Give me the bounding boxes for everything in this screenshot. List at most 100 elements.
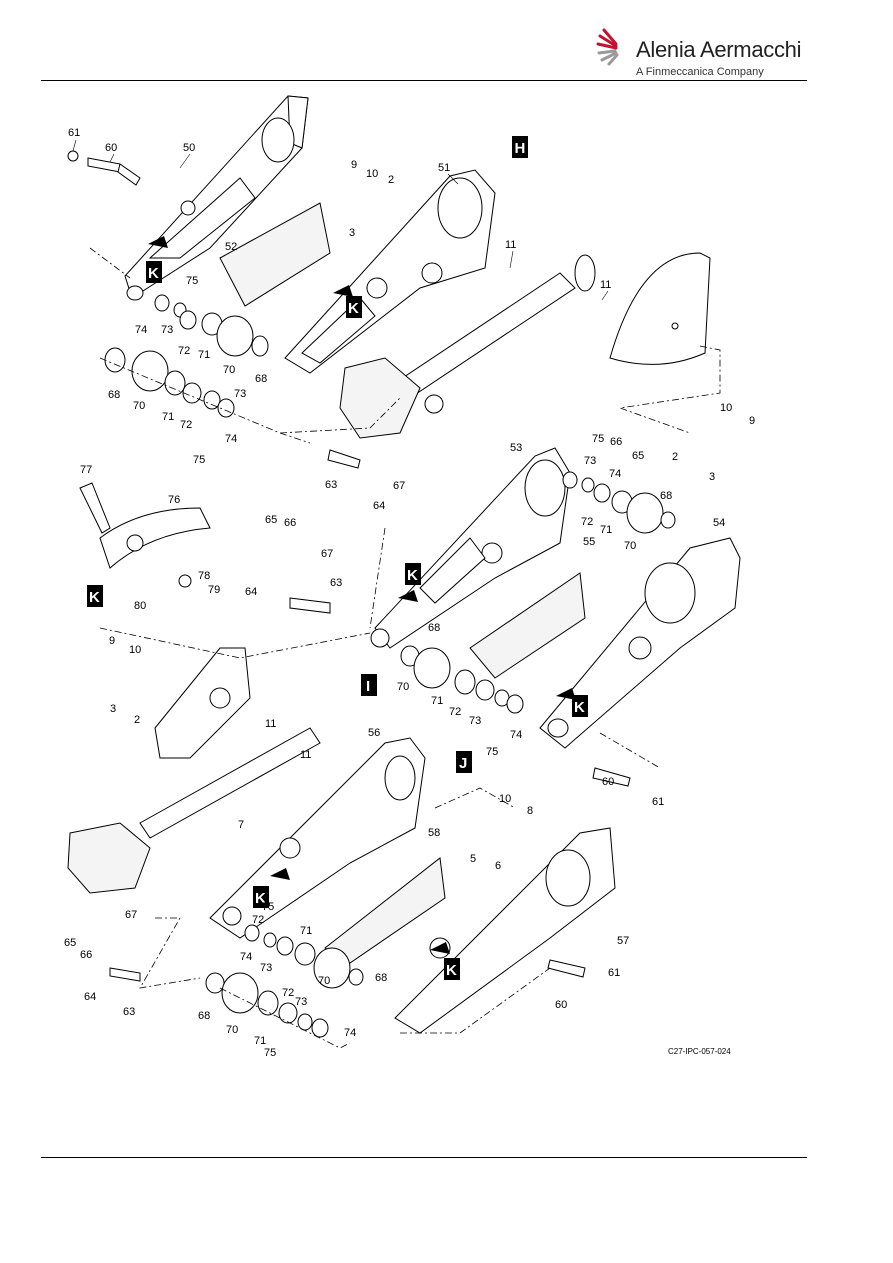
svg-text:68: 68 [198,1010,210,1022]
svg-text:52: 52 [225,241,237,253]
svg-text:60: 60 [105,142,117,154]
svg-text:72: 72 [178,345,190,357]
svg-text:9: 9 [351,159,357,171]
drawing-id: C27-IPC-057-024 [668,1047,731,1056]
alenia-aermacchi-logo [596,26,796,82]
svg-text:72: 72 [252,914,264,926]
svg-text:9: 9 [749,415,755,427]
svg-text:75: 75 [592,433,604,445]
svg-text:75: 75 [264,1047,276,1059]
svg-text:74: 74 [510,729,522,741]
svg-text:66: 66 [284,517,296,529]
svg-text:77: 77 [80,464,92,476]
svg-text:75: 75 [262,901,274,913]
svg-text:74: 74 [225,433,237,445]
brand-name: Alenia Aermacchi [636,37,802,62]
footer-rule [41,1157,807,1158]
svg-text:67: 67 [393,480,405,492]
svg-text:68: 68 [660,490,672,502]
svg-text:58: 58 [428,827,440,839]
svg-text:73: 73 [260,962,272,974]
svg-text:10: 10 [720,402,732,414]
svg-text:10: 10 [129,644,141,656]
svg-text:80: 80 [134,600,146,612]
svg-text:65: 65 [632,450,644,462]
svg-text:50: 50 [183,142,195,154]
svg-text:73: 73 [295,996,307,1008]
svg-text:K: K [407,567,418,584]
svg-text:56: 56 [368,727,380,739]
svg-text:65: 65 [265,514,277,526]
svg-text:68: 68 [428,622,440,634]
svg-text:H: H [515,140,526,157]
svg-text:64: 64 [373,500,385,512]
svg-text:70: 70 [397,681,409,693]
svg-text:75: 75 [186,275,198,287]
header-rule [41,80,807,81]
svg-text:I: I [366,678,370,695]
svg-text:3: 3 [709,471,715,483]
brand-tagline: A Finmeccanica Company [636,66,764,78]
svg-text:K: K [148,265,159,282]
svg-text:2: 2 [388,174,394,186]
svg-text:68: 68 [375,972,387,984]
svg-text:75: 75 [193,454,205,466]
svg-text:61: 61 [68,127,80,139]
svg-text:71: 71 [600,524,612,536]
svg-text:72: 72 [449,706,461,718]
svg-text:70: 70 [133,400,145,412]
svg-text:72: 72 [581,516,593,528]
svg-text:73: 73 [469,715,481,727]
svg-text:57: 57 [617,935,629,947]
svg-text:10: 10 [499,793,511,805]
svg-text:63: 63 [123,1006,135,1018]
svg-text:61: 61 [608,967,620,979]
svg-text:65: 65 [64,937,76,949]
svg-text:60: 60 [555,999,567,1011]
svg-text:70: 70 [223,364,235,376]
svg-text:7: 7 [238,819,244,831]
svg-text:K: K [255,890,266,907]
svg-text:70: 70 [318,975,330,987]
svg-text:73: 73 [161,324,173,336]
svg-text:70: 70 [624,540,636,552]
svg-text:66: 66 [80,949,92,961]
svg-text:63: 63 [325,479,337,491]
svg-text:63: 63 [330,577,342,589]
svg-text:2: 2 [672,451,678,463]
svg-text:71: 71 [198,349,210,361]
svg-text:11: 11 [600,279,611,291]
svg-text:5: 5 [470,853,476,865]
svg-text:2: 2 [134,714,140,726]
svg-text:60: 60 [602,776,614,788]
svg-text:70: 70 [226,1024,238,1036]
svg-text:67: 67 [125,909,137,921]
logo-fan-icon [596,28,619,66]
svg-text:61: 61 [652,796,664,808]
svg-text:68: 68 [255,373,267,385]
svg-text:51: 51 [438,162,450,174]
svg-text:55: 55 [583,536,595,548]
svg-text:66: 66 [610,436,622,448]
svg-text:73: 73 [234,388,246,400]
svg-text:71: 71 [300,925,312,937]
svg-text:K: K [89,589,100,606]
svg-text:74: 74 [240,951,252,963]
svg-text:73: 73 [584,455,596,467]
svg-text:72: 72 [282,987,294,999]
svg-text:68: 68 [108,389,120,401]
svg-text:8: 8 [527,805,533,817]
svg-text:54: 54 [713,517,725,529]
svg-text:78: 78 [198,570,210,582]
svg-text:72: 72 [180,419,192,431]
svg-text:67: 67 [321,548,333,560]
svg-text:11: 11 [265,718,276,730]
svg-text:75: 75 [486,746,498,758]
svg-text:3: 3 [110,703,116,715]
svg-text:74: 74 [344,1027,356,1039]
svg-text:K: K [574,699,585,716]
svg-text:64: 64 [245,586,257,598]
svg-text:11: 11 [300,749,311,761]
svg-text:J: J [459,755,467,772]
